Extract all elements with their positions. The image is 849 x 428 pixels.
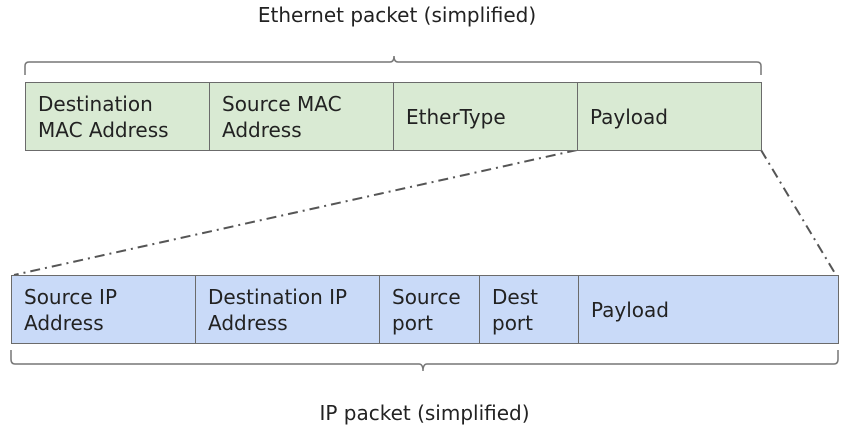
field-source-port: Source port xyxy=(380,276,480,343)
field-source-mac-address: Source MAC Address xyxy=(210,83,394,150)
payload-connector-right xyxy=(760,149,837,276)
field-destination-mac-address: Destination MAC Address xyxy=(26,83,210,150)
field-source-ip-address: Source IP Address xyxy=(12,276,196,343)
payload-connector-left xyxy=(13,149,578,276)
ip-packet-brace xyxy=(10,350,839,372)
field-ip-payload: Payload xyxy=(591,297,669,322)
ip-packet-row: Source IP Address Destination IP Address… xyxy=(11,275,839,344)
field-destination-ip-address: Destination IP Address xyxy=(196,276,380,343)
field-ethertype: EtherType xyxy=(394,83,578,150)
field-dest-port: Dest port xyxy=(480,276,579,343)
ethernet-packet-row: Destination MAC Address Source MAC Addre… xyxy=(25,82,762,151)
field-ethernet-payload: Payload xyxy=(590,104,668,129)
ip-packet-title: IP packet (simplified) xyxy=(319,401,530,425)
ethernet-packet-title: Ethernet packet (simplified) xyxy=(257,3,537,27)
ethernet-packet-brace xyxy=(24,55,762,75)
